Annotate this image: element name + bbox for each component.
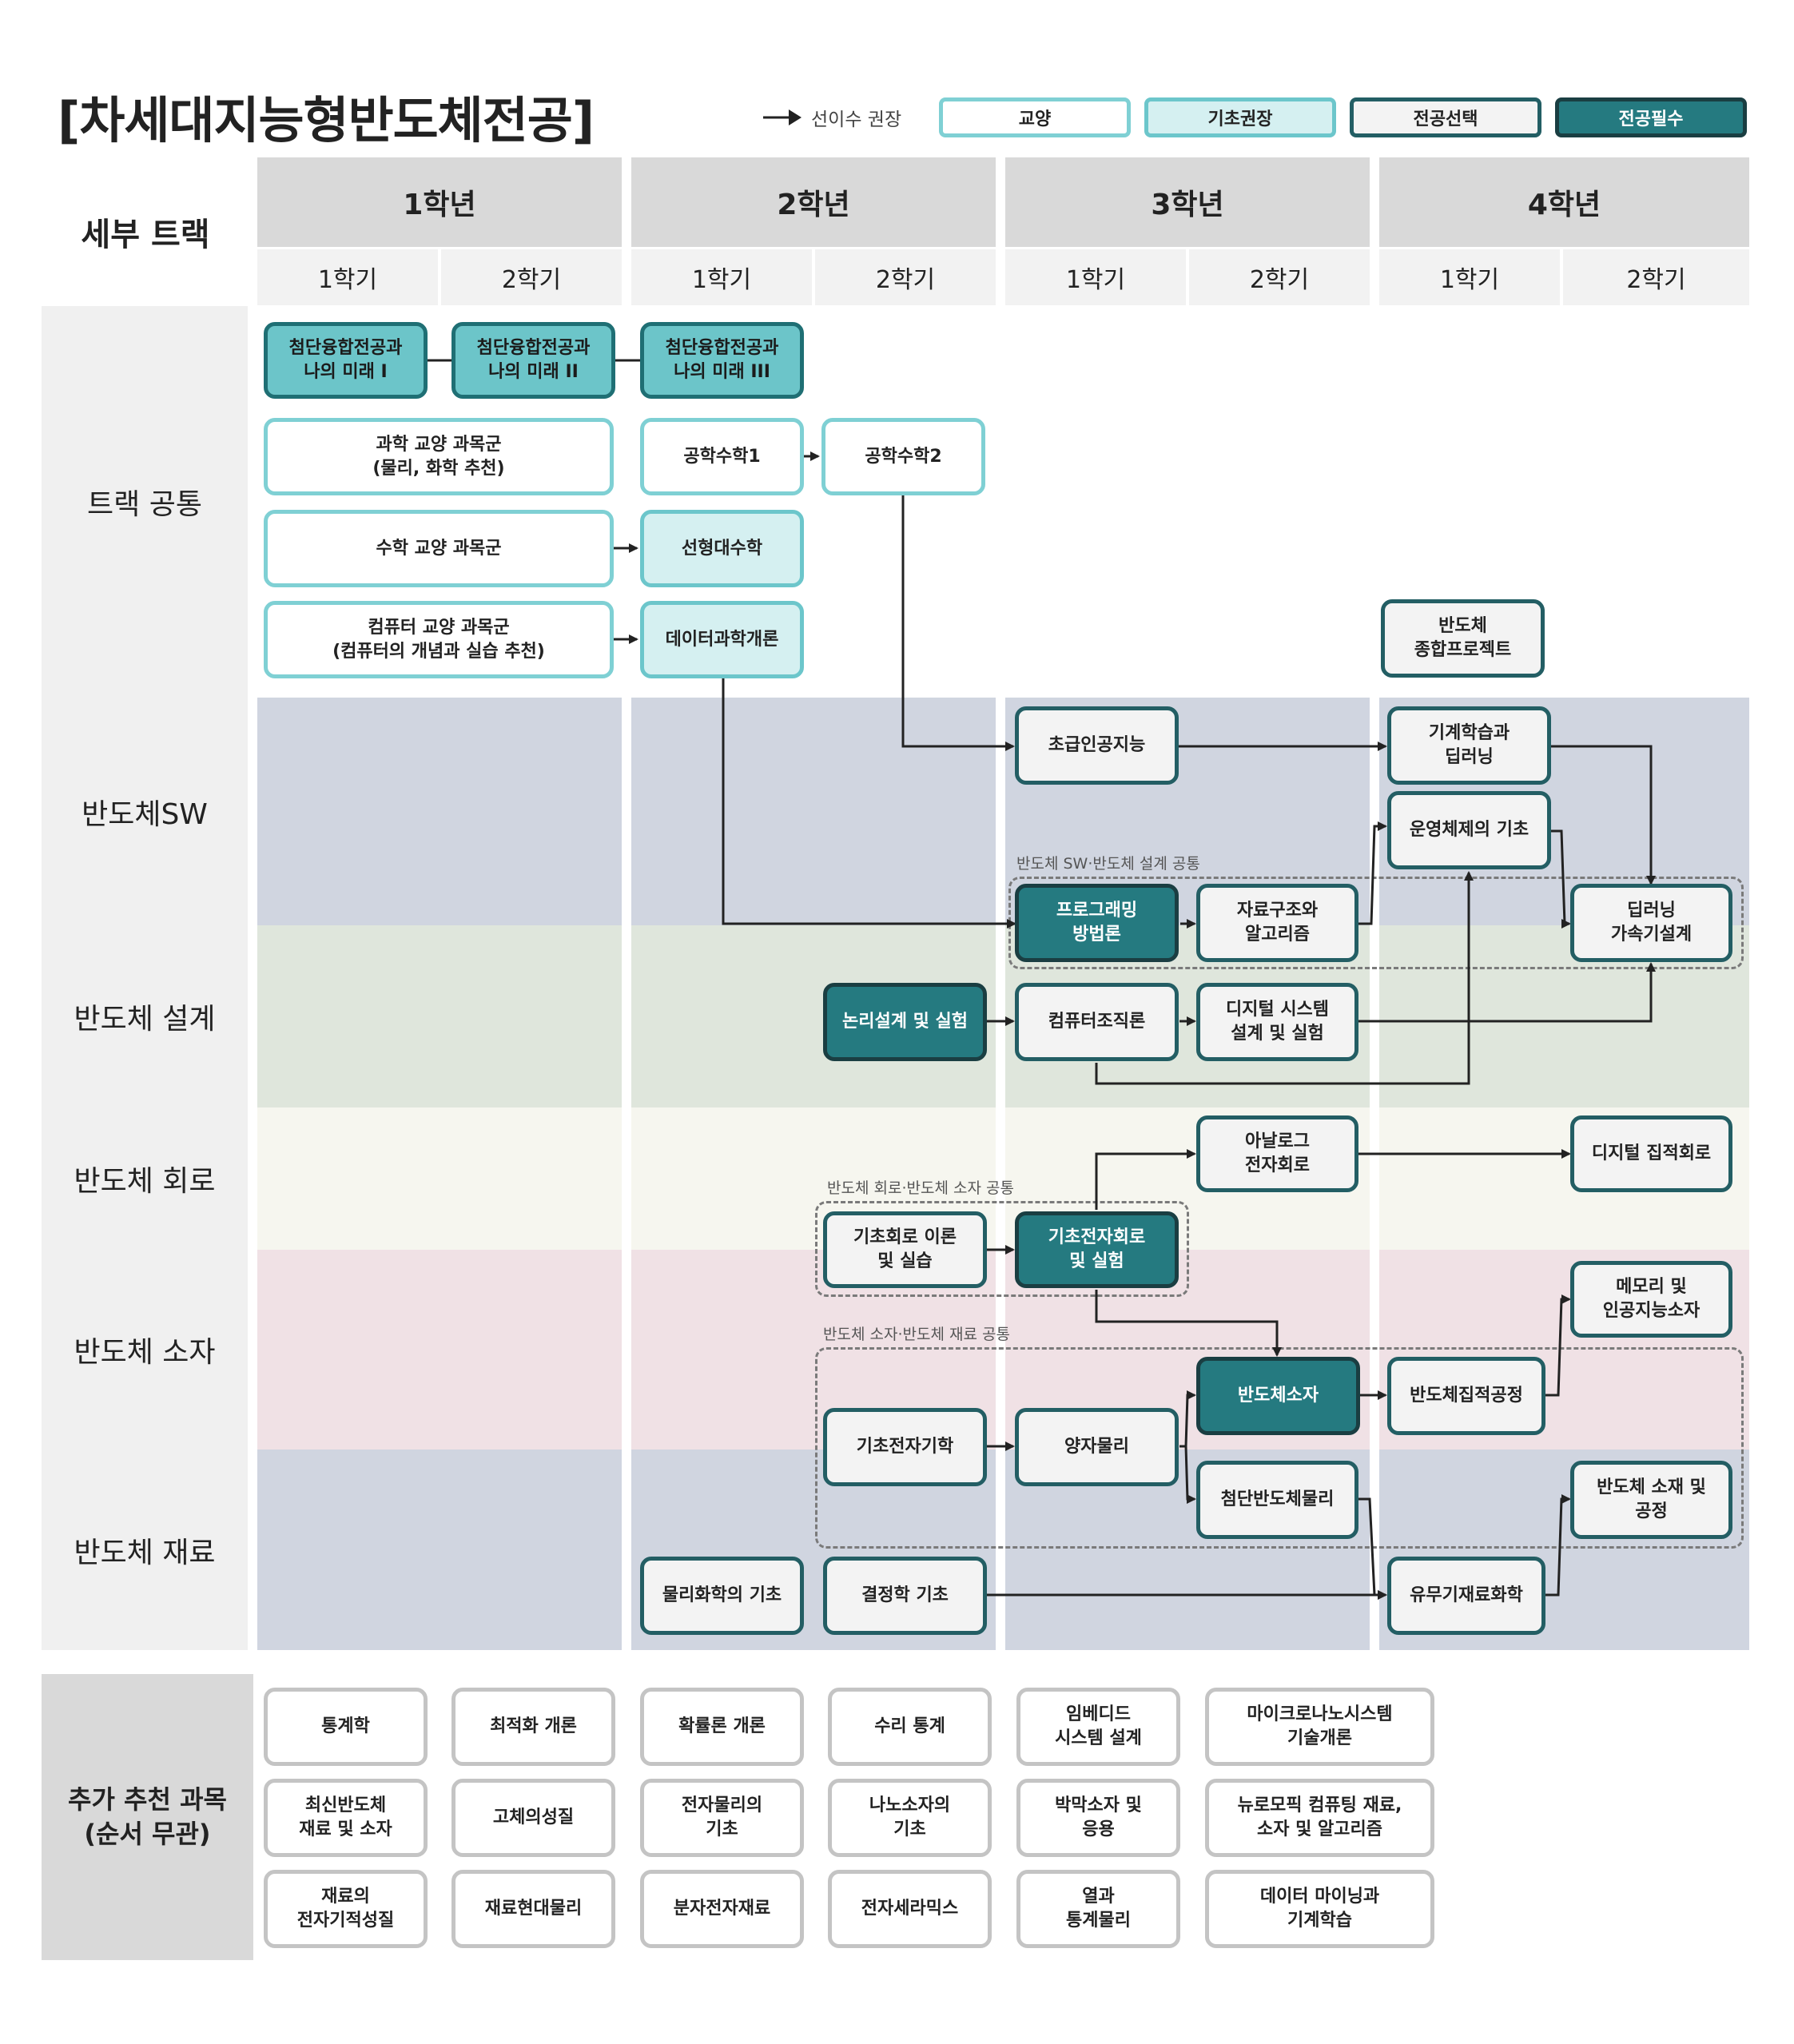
extra-course: 최신반도체 재료 및 소자 xyxy=(264,1779,428,1857)
band-sw xyxy=(631,698,996,925)
course-circuit-theory: 기초회로 이론 및 실습 xyxy=(823,1211,987,1288)
legend-major-required: 전공필수 xyxy=(1555,97,1747,137)
row-label-common: 트랙 공통 xyxy=(87,488,202,521)
extra-course: 재료의 전자기적성질 xyxy=(264,1870,428,1948)
course-capstone: 반도체 종합프로젝트 xyxy=(1381,599,1545,678)
course-fusion-2: 첨단융합전공과 나의 미래 II xyxy=(451,322,615,399)
course-eng-math-1: 공학수학1 xyxy=(640,418,804,495)
extra-course: 임베디드 시스템 설계 xyxy=(1016,1688,1180,1766)
course-digital-ic: 디지털 집적회로 xyxy=(1570,1115,1732,1192)
year-header-1: 1학년 xyxy=(257,157,622,247)
course-dl-accelerator: 딥러닝 가속기설계 xyxy=(1570,884,1732,962)
extra-course: 고체의성질 xyxy=(451,1779,615,1857)
extra-course: 통계학 xyxy=(264,1688,428,1766)
course-analog-circuit: 아날로그 전자회로 xyxy=(1196,1115,1358,1192)
group-label-sw-design: 반도체 SW·반도체 설계 공통 xyxy=(1016,855,1200,873)
semester-header-y2-s1: 1학기 xyxy=(631,249,812,305)
extra-course: 분자전자재료 xyxy=(640,1870,804,1948)
extra-course: 마이크로나노시스템 기술개론 xyxy=(1205,1688,1434,1766)
course-material-process: 반도체 소재 및 공정 xyxy=(1570,1461,1732,1539)
extra-course: 전자세라믹스 xyxy=(828,1870,992,1948)
band-material xyxy=(257,1449,622,1650)
course-inorganic-chemistry: 유무기재료화학 xyxy=(1387,1557,1545,1635)
course-quantum-physics: 양자물리 xyxy=(1015,1408,1179,1486)
band-sw xyxy=(257,698,622,925)
year-header-4: 4학년 xyxy=(1379,157,1749,247)
track-header-label: 세부 트랙 xyxy=(81,217,210,253)
course-programming: 프로그래밍 방법론 xyxy=(1015,884,1179,962)
band-device xyxy=(257,1250,622,1449)
extra-course: 최적화 개론 xyxy=(451,1688,615,1766)
semester-header-y3-s1: 1학기 xyxy=(1005,249,1186,305)
course-science-ge: 과학 교양 과목군 (물리, 화학 추천) xyxy=(264,418,614,495)
prerequisite-arrow-icon xyxy=(763,109,802,125)
course-computer-organization: 컴퓨터조직론 xyxy=(1015,983,1179,1061)
legend-basic-recommended: 기초권장 xyxy=(1144,97,1336,137)
semester-header-y2-s2: 2학기 xyxy=(815,249,996,305)
course-basic-electronic-circuit: 기초전자회로 및 실험 xyxy=(1015,1211,1179,1288)
course-semiconductor-process: 반도체집적공정 xyxy=(1387,1357,1545,1435)
row-label-column xyxy=(42,306,248,1650)
row-label-device: 반도체 소자 xyxy=(74,1336,216,1369)
extra-course: 확률론 개론 xyxy=(640,1688,804,1766)
course-digital-system: 디지털 시스템 설계 및 실험 xyxy=(1196,983,1358,1061)
extra-label-cell xyxy=(42,1674,253,1960)
extra-course: 열과 통계물리 xyxy=(1016,1870,1180,1948)
course-electromagnetics: 기초전자기학 xyxy=(823,1408,987,1486)
group-label-circuit-device: 반도체 회로·반도체 소자 공통 xyxy=(827,1179,1014,1197)
course-physical-chemistry: 물리화학의 기초 xyxy=(640,1557,804,1635)
course-linear-algebra: 선형대수학 xyxy=(640,510,804,587)
course-advanced-semi-physics: 첨단반도체물리 xyxy=(1196,1461,1358,1539)
legend-general-education: 교양 xyxy=(939,97,1131,137)
semester-header-y1-s2: 2학기 xyxy=(441,249,622,305)
extra-course: 나노소자의 기초 xyxy=(828,1779,992,1857)
extra-course: 재료현대물리 xyxy=(451,1870,615,1948)
semester-header-y4-s2: 2학기 xyxy=(1563,249,1749,305)
course-computer-ge: 컴퓨터 교양 과목군 (컴퓨터의 개념과 실습 추천) xyxy=(264,601,614,678)
course-logic-design: 논리설계 및 실험 xyxy=(823,983,987,1061)
course-memory-ai-device: 메모리 및 인공지능소자 xyxy=(1570,1261,1732,1338)
extra-course: 데이터 마이닝과 기계학습 xyxy=(1205,1870,1434,1948)
row-label-circuit: 반도체 회로 xyxy=(74,1165,216,1198)
group-label-device-material: 반도체 소자·반도체 재료 공통 xyxy=(823,1326,1010,1343)
extra-courses-label: 추가 추천 과목 (순서 무관) xyxy=(68,1784,227,1849)
row-label-sw: 반도체SW xyxy=(82,797,208,831)
course-ml-dl: 기계학습과 딥러닝 xyxy=(1387,706,1551,785)
page-title: [차세대지능형반도체전공] xyxy=(58,91,595,149)
extra-course: 수리 통계 xyxy=(828,1688,992,1766)
extra-course: 박막소자 및 응용 xyxy=(1016,1779,1180,1857)
semester-header-y1-s1: 1학기 xyxy=(257,249,438,305)
course-semiconductor-device: 반도체소자 xyxy=(1196,1357,1360,1435)
course-math-ge: 수학 교양 과목군 xyxy=(264,510,614,587)
semester-header-y4-s1: 1학기 xyxy=(1379,249,1560,305)
extra-course: 뉴로모픽 컴퓨팅 재료, 소자 및 알고리즘 xyxy=(1205,1779,1434,1857)
course-data-science: 데이터과학개론 xyxy=(640,601,804,678)
extra-course: 전자물리의 기초 xyxy=(640,1779,804,1857)
row-label-design: 반도체 설계 xyxy=(74,1003,216,1036)
band-design xyxy=(257,925,622,1107)
course-data-structures: 자료구조와 알고리즘 xyxy=(1196,884,1358,962)
year-header-2: 2학년 xyxy=(631,157,996,247)
year-header-3: 3학년 xyxy=(1005,157,1370,247)
course-eng-math-2: 공학수학2 xyxy=(821,418,985,495)
course-fusion-3: 첨단융합전공과 나의 미래 III xyxy=(640,322,804,399)
band-circuit xyxy=(257,1107,622,1250)
legend-arrow-label: 선이수 권장 xyxy=(811,109,902,130)
semester-header-y3-s2: 2학기 xyxy=(1189,249,1370,305)
course-intro-ai: 초급인공지능 xyxy=(1015,706,1179,785)
course-fusion-1: 첨단융합전공과 나의 미래 I xyxy=(264,322,428,399)
course-os: 운영체제의 기초 xyxy=(1387,791,1551,869)
group-outline-circuit-device xyxy=(815,1201,1189,1297)
course-crystallography: 결정학 기초 xyxy=(823,1557,987,1635)
legend-major-elective: 전공선택 xyxy=(1350,97,1541,137)
row-label-material: 반도체 재료 xyxy=(74,1536,216,1569)
